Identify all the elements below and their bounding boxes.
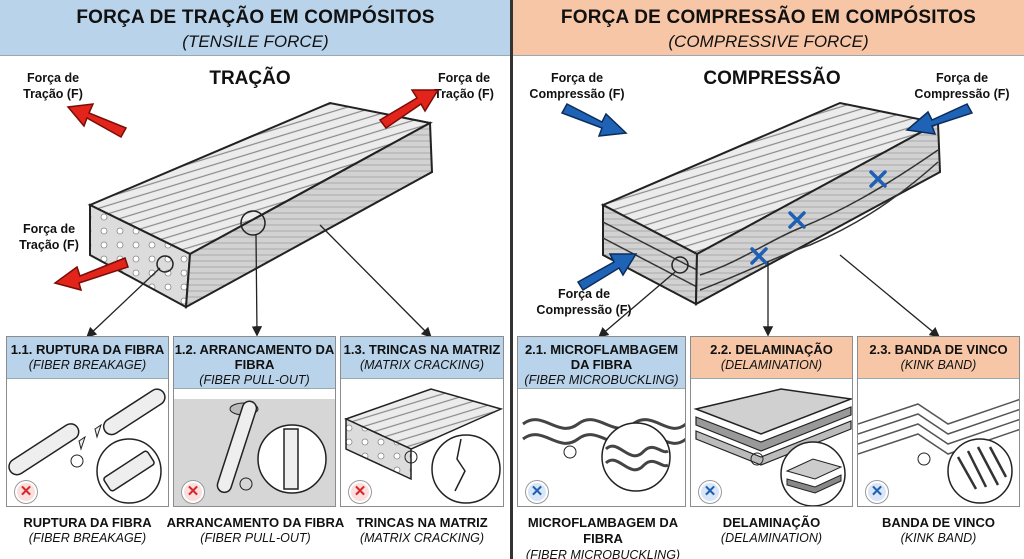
tensile-block [87, 101, 434, 309]
x-mark-icon: ✕ [15, 481, 37, 503]
matrix-cracking-illustration [344, 388, 503, 504]
panel-fiber-microbuckling: 2.1. MICROFLAMBAGEM DA FIBRA (FIBER MICR… [517, 336, 686, 507]
panel-subtitle: (MATRIX CRACKING) [359, 357, 485, 372]
caption-subtitle: (FIBER BREAKAGE) [28, 531, 147, 546]
caption-subtitle: (MATRIX CRACKING) [359, 531, 485, 546]
tensile-force-arrows [53, 89, 440, 292]
tensile-header: FORÇA DE TRAÇÃO EM COMPÓSITOS (TENSILE F… [0, 0, 511, 56]
caption-title: TRINCAS NA MATRIZ [356, 515, 488, 530]
caption-fiber-breakage: RUPTURA DA FIBRA (FIBER BREAKAGE) [0, 515, 175, 547]
force-label-tl: Força de Tração (F) [23, 71, 83, 102]
panel-delamination: 2.2. DELAMINAÇÃO (DELAMINATION) ✕ [690, 336, 853, 507]
panel-fiber-breakage: 1.1. RUPTURA DA FIBRA (FIBER BREAKAGE) ✕ [6, 336, 169, 507]
caption-kink-band: BANDA DE VINCO (KINK BAND) [857, 515, 1020, 547]
x-mark-icon: ✕ [526, 481, 548, 503]
panel-title: 1.3. TRINCAS NA MATRIZ [343, 342, 501, 357]
compressive-title: FORÇA DE COMPRESSÃO EM COMPÓSITOS [560, 7, 977, 28]
panel-title: 1.1. RUPTURA DA FIBRA [10, 342, 165, 357]
delamination-illustration [693, 388, 852, 506]
panel-kink-band: 2.3. BANDA DE VINCO (KINK BAND) ✕ [857, 336, 1020, 507]
center-divider [510, 0, 513, 559]
compressive-subtitle: (COMPRESSIVE FORCE) [668, 32, 869, 51]
kink-band-illustration [858, 398, 1019, 504]
panel-matrix-cracking: 1.3. TRINCAS NA MATRIZ (MATRIX CRACKING)… [340, 336, 504, 507]
force-label-c-bl: Força de Compressão (F) [536, 287, 632, 318]
fiber-pullout-illustration [174, 399, 335, 506]
compressive-block [600, 101, 942, 306]
panel-subtitle: (FIBER PULL-OUT) [199, 372, 310, 387]
panel-subtitle: (KINK BAND) [900, 357, 977, 372]
caption-matrix-cracking: TRINCAS NA MATRIZ (MATRIX CRACKING) [340, 515, 504, 547]
tension-label: TRAÇÃO [209, 68, 291, 89]
microbuckling-illustration [522, 418, 685, 492]
panel-title: 2.3. BANDA DE VINCO [869, 342, 1008, 357]
force-label-c-tr: Força de Compressão (F) [914, 71, 1010, 102]
compression-label: COMPRESSÃO [703, 68, 841, 89]
compressive-header: FORÇA DE COMPRESSÃO EM COMPÓSITOS (COMPR… [513, 0, 1024, 56]
x-mark-icon: ✕ [699, 481, 721, 503]
compressive-force-arrows [560, 103, 974, 292]
x-mark-icon: ✕ [182, 481, 204, 503]
panel-title: 1.2. ARRANCAMENTO DA FIBRA [174, 342, 335, 372]
caption-title: BANDA DE VINCO [882, 515, 995, 530]
tensile-title: FORÇA DE TRAÇÃO EM COMPÓSITOS [76, 7, 435, 28]
caption-fiber-microbuckling: MICROFLAMBAGEM DA FIBRA (FIBER MICROBUCK… [513, 515, 693, 559]
caption-delamination: DELAMINAÇÃO (DELAMINATION) [690, 515, 853, 547]
caption-title: ARRANCAMENTO DA FIBRA [166, 515, 345, 530]
force-label-tr: Força de Tração (F) [434, 71, 494, 102]
panel-title: 2.1. MICROFLAMBAGEM DA FIBRA [524, 342, 679, 372]
caption-title: RUPTURA DA FIBRA [23, 515, 152, 530]
force-label-bl: Força de Tração (F) [19, 222, 79, 253]
caption-subtitle: (KINK BAND) [900, 531, 977, 546]
force-label-c-tl: Força de Compressão (F) [529, 71, 625, 102]
caption-fiber-pullout: ARRANCAMENTO DA FIBRA (FIBER PULL-OUT) [163, 515, 348, 547]
panel-subtitle: (DELAMINATION) [720, 357, 823, 372]
caption-subtitle: (FIBER MICROBUCKLING) [525, 547, 681, 559]
panel-title: 2.2. DELAMINAÇÃO [710, 342, 833, 357]
panel-subtitle: (FIBER MICROBUCKLING) [524, 372, 679, 387]
compressive-damage-marks [750, 170, 887, 265]
caption-title: DELAMINAÇÃO [722, 515, 821, 530]
fiber-breakage-illustration [8, 388, 166, 504]
caption-subtitle: (FIBER PULL-OUT) [200, 531, 311, 546]
x-mark-icon: ✕ [866, 481, 888, 503]
panel-fiber-pullout: 1.2. ARRANCAMENTO DA FIBRA (FIBER PULL-O… [173, 336, 336, 507]
x-mark-icon: ✕ [349, 481, 371, 503]
panel-subtitle: (FIBER BREAKAGE) [28, 357, 147, 372]
tensile-subtitle: (TENSILE FORCE) [182, 32, 329, 51]
caption-subtitle: (DELAMINATION) [720, 531, 823, 546]
caption-title: MICROFLAMBAGEM DA FIBRA [527, 515, 679, 547]
